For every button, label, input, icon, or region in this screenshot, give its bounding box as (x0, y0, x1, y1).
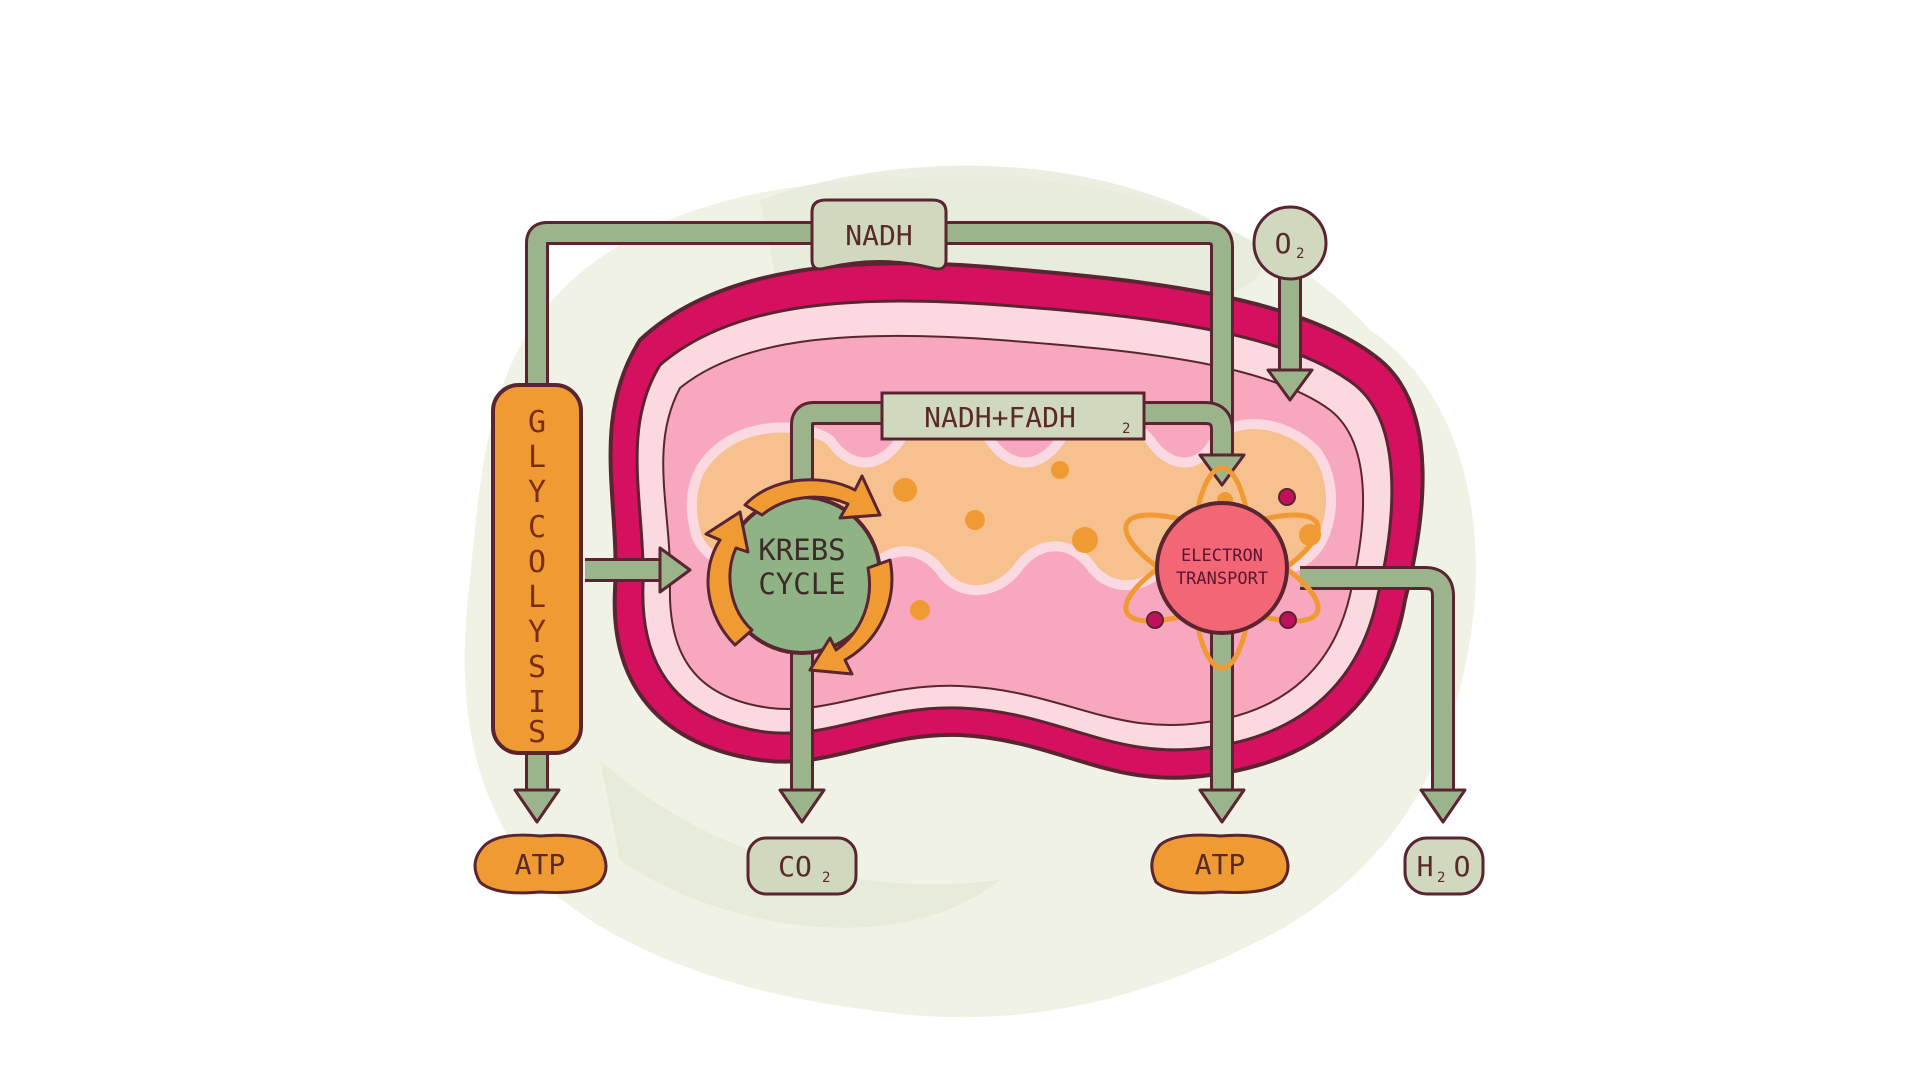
o2-subscript: 2 (1296, 246, 1304, 262)
atp-left-blob: ATP (473, 833, 608, 895)
electron-transport: ELECTRON TRANSPORT (1123, 465, 1321, 671)
krebs-to-co2-arrowhead (778, 788, 826, 824)
glycolysis-letter: S (528, 715, 546, 750)
etc-label-line1: ELECTRON (1181, 546, 1263, 566)
glycolysis-letter: G (528, 405, 546, 440)
nadh-label: NADH (845, 219, 912, 252)
o2-arrowhead (1266, 368, 1314, 402)
glycolysis-letter: C (528, 510, 546, 545)
h2o-box: H 2 O (1403, 836, 1485, 896)
glycolysis-block: G L Y C O L Y S I S (491, 383, 583, 755)
glycolysis-letter: S (528, 650, 546, 685)
cycle-arrows-icon (704, 474, 894, 676)
glycolysis-to-krebs-arrowhead (658, 546, 692, 594)
glycolysis-to-atp-arrowhead (513, 788, 561, 824)
co2-box: CO 2 (746, 836, 858, 896)
h2o-subscript: 2 (1437, 870, 1445, 886)
co2-subscript: 2 (822, 870, 830, 886)
krebs-label-line1: KREBS (758, 533, 845, 567)
atp-right-blob: ATP (1150, 833, 1290, 895)
krebs-cycle: KREBS CYCLE (704, 474, 894, 676)
etc-to-h2o-arrowhead (1419, 788, 1467, 824)
glycolysis-letter: Y (528, 475, 546, 510)
glycolysis-letter: I (528, 685, 546, 720)
nadh-fadh2-subscript: 2 (1122, 421, 1130, 437)
glycolysis-letter: Y (528, 615, 546, 650)
etc-to-atp-arrowhead (1198, 788, 1246, 824)
etc-label-line2: TRANSPORT (1176, 569, 1268, 589)
atp-left-label: ATP (515, 848, 566, 881)
nadh-fadh2-box: NADH+FADH 2 (880, 391, 1146, 441)
atp-right-label: ATP (1195, 848, 1246, 881)
glycolysis-letter: O (528, 545, 546, 580)
o2-label: O (1275, 227, 1292, 260)
nadh-fadh2-label: NADH+FADH (924, 401, 1076, 434)
h2o-label-o: O (1454, 850, 1471, 883)
o2-bubble: O 2 (1252, 205, 1328, 281)
co2-label: CO (778, 850, 812, 883)
glycolysis-letter: L (528, 440, 546, 475)
glycolysis-label: G L Y C O L Y S I S (528, 405, 546, 750)
h2o-label-h: H (1417, 850, 1434, 883)
nadh-box: NADH (810, 198, 948, 271)
electron-dots-icon (1146, 488, 1297, 629)
glycolysis-letter: L (528, 580, 546, 615)
krebs-label-line2: CYCLE (758, 567, 845, 601)
